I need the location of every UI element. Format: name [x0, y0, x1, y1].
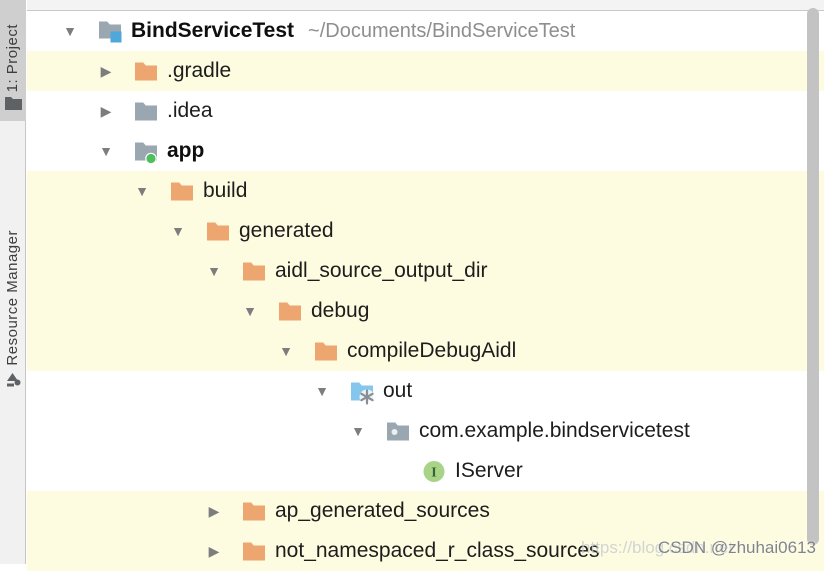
tree-row[interactable]: ▼ build	[27, 171, 824, 211]
collapsed-arrow-icon[interactable]: ▶	[208, 502, 220, 519]
orange-folder-icon	[168, 177, 196, 205]
tree-row[interactable]: ▶ .gradle	[27, 51, 824, 91]
tree-row[interactable]: ▼ BindServiceTest ~/Documents/BindServic…	[27, 11, 824, 51]
node-label: ap_generated_sources	[275, 499, 490, 522]
expanded-arrow-icon[interactable]: ▼	[315, 383, 329, 399]
gray-folder-icon	[132, 97, 160, 125]
tree-row[interactable]: ▼ aidl_source_output_dir	[27, 251, 824, 291]
interface-badge-icon: I	[420, 457, 448, 485]
orange-folder-icon	[276, 297, 304, 325]
node-label: not_namespaced_r_class_sources	[275, 539, 600, 562]
node-label: debug	[311, 299, 370, 322]
node-label: generated	[239, 219, 334, 242]
orange-folder-icon	[240, 537, 268, 565]
tree-row[interactable]: I IServer	[27, 451, 824, 491]
expanded-arrow-icon[interactable]: ▼	[351, 423, 365, 439]
tab-project[interactable]: 1: Project	[0, 0, 26, 121]
tree-row[interactable]: ▶ .idea	[27, 91, 824, 131]
node-label: aidl_source_output_dir	[275, 259, 488, 282]
node-label: build	[203, 179, 248, 202]
project-folder-icon	[4, 96, 22, 116]
node-label: .gradle	[167, 59, 232, 82]
tree-row[interactable]: ▼ com.example.bindservicetest	[27, 411, 824, 451]
tab-resource-manager-label: Resource Manager	[4, 230, 21, 366]
resource-manager-icon	[5, 371, 22, 392]
vertical-scrollbar-thumb[interactable]	[807, 8, 819, 545]
expanded-arrow-icon[interactable]: ▼	[171, 223, 185, 239]
node-label: compileDebugAidl	[347, 339, 517, 362]
collapsed-arrow-icon[interactable]: ▶	[100, 102, 112, 119]
node-path: ~/Documents/BindServiceTest	[308, 19, 576, 42]
tool-window-stripe: 1: Project Resource Manager	[0, 0, 26, 564]
orange-folder-icon	[132, 57, 160, 85]
orange-folder-icon	[204, 217, 232, 245]
expanded-arrow-icon[interactable]: ▼	[243, 303, 257, 319]
project-root-folder-icon	[96, 17, 124, 45]
project-tree: ▼ BindServiceTest ~/Documents/BindServic…	[27, 11, 824, 571]
node-label: .idea	[167, 99, 213, 122]
orange-folder-icon	[240, 497, 268, 525]
tree-row[interactable]: ▼ debug	[27, 291, 824, 331]
node-label: IServer	[455, 459, 523, 482]
watermark: https://blog.csdn.net CSDN @zhuhai0613	[581, 538, 816, 558]
toolbar-strip	[27, 0, 824, 11]
tab-resource-manager[interactable]: Resource Manager	[0, 150, 26, 397]
svg-text:I: I	[431, 466, 436, 481]
tree-row[interactable]: ▼ out	[27, 371, 824, 411]
collapsed-arrow-icon[interactable]: ▶	[100, 62, 112, 79]
expanded-arrow-icon[interactable]: ▼	[99, 143, 113, 159]
node-label: BindServiceTest	[131, 19, 295, 42]
expanded-arrow-icon[interactable]: ▼	[63, 23, 77, 39]
expanded-arrow-icon[interactable]: ▼	[207, 263, 221, 279]
expanded-arrow-icon[interactable]: ▼	[279, 343, 293, 359]
watermark-handle: CSDN @zhuhai0613	[657, 538, 816, 557]
orange-folder-icon	[240, 257, 268, 285]
node-label: app	[167, 139, 205, 162]
tree-row[interactable]: ▶ ap_generated_sources	[27, 491, 824, 531]
generated-sources-folder-icon	[348, 377, 376, 405]
package-folder-icon	[384, 417, 412, 445]
watermark-url: https://blog.csdn.net	[581, 538, 734, 557]
node-label: com.example.bindservicetest	[419, 419, 690, 442]
app-module-folder-icon	[132, 137, 160, 165]
tree-row[interactable]: ▼ app	[27, 131, 824, 171]
node-label: out	[383, 379, 413, 402]
tree-row[interactable]: ▼ compileDebugAidl	[27, 331, 824, 371]
expanded-arrow-icon[interactable]: ▼	[135, 183, 149, 199]
tab-project-label: 1: Project	[4, 23, 21, 92]
orange-folder-icon	[312, 337, 340, 365]
tree-row[interactable]: ▼ generated	[27, 211, 824, 251]
collapsed-arrow-icon[interactable]: ▶	[208, 542, 220, 559]
